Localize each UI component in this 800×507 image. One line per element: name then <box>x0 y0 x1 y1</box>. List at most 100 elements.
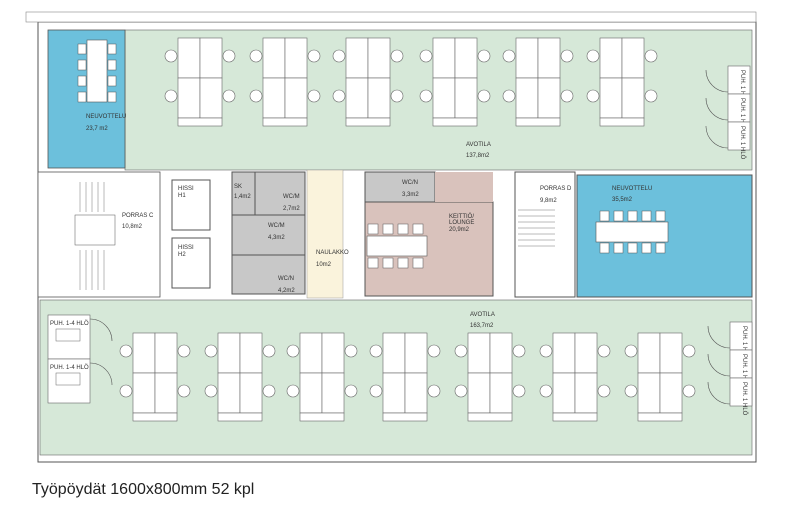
door-swing-icon <box>707 381 731 405</box>
desk-cluster-bottom <box>204 332 276 422</box>
desk-cluster-bottom <box>119 332 191 422</box>
chair-icon <box>369 384 383 398</box>
door-swing-icon <box>705 97 729 121</box>
meeting-table-b <box>595 221 669 243</box>
storage-unit <box>262 117 308 127</box>
open-top-area: 137,8m2 <box>466 153 490 159</box>
wc-m1-area: 2,7m2 <box>283 206 300 212</box>
chair-icon <box>477 49 491 63</box>
chair-icon <box>107 59 117 71</box>
chair-icon <box>382 257 394 269</box>
chair-icon <box>249 49 263 63</box>
stair-d-name: PORRAS D <box>540 186 572 192</box>
cloak-name: NAULAKKO <box>316 250 349 256</box>
desk <box>552 332 576 374</box>
chair-icon <box>641 210 652 222</box>
chair-icon <box>382 223 394 235</box>
chair-icon <box>427 344 441 358</box>
lift-h2-id: H2 <box>178 252 186 258</box>
phone-booth <box>727 65 751 95</box>
chair-icon <box>419 89 433 103</box>
chair-icon <box>286 344 300 358</box>
phone-booth <box>729 377 753 407</box>
lounge-table <box>366 235 428 257</box>
storage-unit <box>345 117 391 127</box>
phone-booth-label: PUH. 1 HLÖ <box>739 70 746 104</box>
chair-icon <box>512 344 526 358</box>
desk <box>345 37 369 79</box>
chair-icon <box>502 49 516 63</box>
chair-icon <box>427 384 441 398</box>
desk-cluster-bottom <box>286 332 358 422</box>
phone-booth <box>727 121 751 151</box>
storage-unit <box>177 117 223 127</box>
booth-table <box>55 372 81 386</box>
storage-unit <box>299 412 345 422</box>
chair-icon <box>177 344 191 358</box>
desk <box>659 332 683 374</box>
desk <box>404 372 428 414</box>
desk-cluster-bottom <box>454 332 526 422</box>
chair-icon <box>539 384 553 398</box>
chair-icon <box>249 89 263 103</box>
desk <box>404 332 428 374</box>
lift-h2-name: HISSI <box>178 245 194 251</box>
open-top-name: AVOTILA <box>466 142 491 148</box>
chair-icon <box>586 89 600 103</box>
desk <box>489 332 513 374</box>
chair-icon <box>119 344 133 358</box>
chair-icon <box>344 384 358 398</box>
desk <box>262 37 286 79</box>
desk <box>621 37 645 79</box>
chair-icon <box>204 344 218 358</box>
desk <box>199 37 223 79</box>
chair-icon <box>77 91 87 103</box>
desk <box>321 372 345 414</box>
desk <box>262 77 286 119</box>
desk-cluster-top <box>164 37 236 127</box>
open-bottom-area: 163,7m2 <box>470 323 494 329</box>
desk <box>345 77 369 119</box>
open-bottom-name: AVOTILA <box>470 312 495 318</box>
chair-icon <box>682 344 696 358</box>
chair-icon <box>332 49 346 63</box>
wc-m1-name: WC/M <box>283 194 300 200</box>
wc-n1-area: 4,2m2 <box>278 288 295 294</box>
chair-icon <box>307 49 321 63</box>
desk <box>432 77 456 119</box>
chair-icon <box>502 89 516 103</box>
chair-icon <box>655 210 666 222</box>
chair-icon <box>597 384 611 398</box>
door-swing-icon <box>707 325 731 349</box>
desk <box>239 372 263 414</box>
chair-icon <box>641 242 652 254</box>
desk <box>382 372 406 414</box>
phone-booth-label: PUH. 1-4 HLÖ <box>50 320 89 327</box>
door-swing-icon <box>89 362 113 386</box>
chair-icon <box>624 344 638 358</box>
desk <box>637 332 661 374</box>
desk <box>574 372 598 414</box>
chair-icon <box>624 384 638 398</box>
sk-area: 1,4m2 <box>234 194 251 200</box>
desk <box>432 37 456 79</box>
stair-c-area-text: 10,8m2 <box>122 224 143 230</box>
phone-booth <box>727 93 751 123</box>
storage-unit <box>382 412 428 422</box>
chair-icon <box>586 49 600 63</box>
phone-booth-label: PUH. 1-4 HLÖ <box>50 364 89 371</box>
desk <box>659 372 683 414</box>
desk-cluster-bottom <box>539 332 611 422</box>
chair-icon <box>597 344 611 358</box>
cloak-room <box>306 169 344 299</box>
chair-icon <box>539 344 553 358</box>
desk <box>599 37 623 79</box>
sk-name: SK <box>234 184 242 190</box>
storage-unit <box>637 412 683 422</box>
booth-table <box>55 328 81 342</box>
storage-unit <box>515 117 561 127</box>
door-swing-icon <box>707 353 731 377</box>
chair-icon <box>164 89 178 103</box>
lift-h1 <box>171 179 211 231</box>
